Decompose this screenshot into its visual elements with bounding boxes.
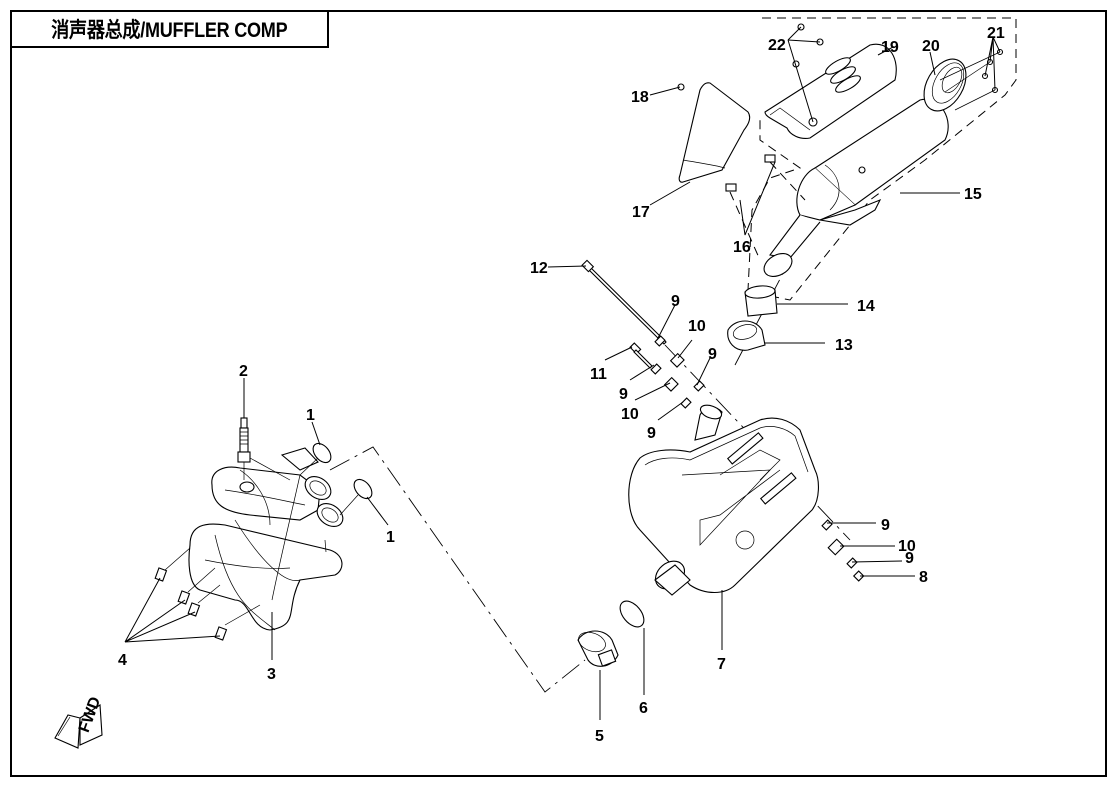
callout-4: 4 bbox=[118, 652, 127, 669]
callout-17: 17 bbox=[632, 204, 650, 221]
exhaust-header-part bbox=[188, 447, 344, 631]
muffler-part-15 bbox=[763, 98, 949, 278]
callout-8: 8 bbox=[919, 569, 928, 586]
callout-11: 11 bbox=[590, 366, 607, 383]
callout-21: 21 bbox=[987, 25, 1005, 42]
muffler-cover-part-19 bbox=[764, 43, 897, 139]
centerline-header-to-muffler bbox=[329, 446, 586, 693]
callout-22: 22 bbox=[768, 37, 786, 54]
callout-14: 14 bbox=[857, 298, 875, 315]
callout-9-e: 9 bbox=[881, 517, 890, 534]
callout-9-c: 9 bbox=[619, 386, 628, 403]
clamp-part-13 bbox=[727, 320, 766, 351]
callout-1-upper: 1 bbox=[306, 407, 315, 424]
page-title: 消声器总成/MUFFLER COMP bbox=[51, 19, 288, 42]
callout-15: 15 bbox=[964, 186, 982, 203]
callout-10-c: 10 bbox=[898, 538, 916, 555]
gasket-1-lower bbox=[353, 478, 373, 500]
callout-9-b: 9 bbox=[708, 346, 717, 363]
drawing-frame bbox=[10, 10, 1107, 777]
callout-18: 18 bbox=[631, 89, 649, 106]
callout-9-f: 9 bbox=[905, 550, 914, 567]
leader-lines bbox=[124, 26, 1001, 720]
callout-10-a: 10 bbox=[688, 318, 706, 335]
callout-1-lower: 1 bbox=[386, 529, 395, 546]
callout-12: 12 bbox=[530, 260, 548, 277]
mount-hardware bbox=[581, 259, 865, 582]
callouts: 1 1 2 3 4 5 6 7 8 9 9 9 9 9 9 10 10 10 1… bbox=[118, 25, 1005, 745]
callout-10-b: 10 bbox=[621, 406, 639, 423]
oxygen-sensor-part bbox=[237, 417, 291, 481]
nuts-part-4 bbox=[154, 547, 261, 641]
clip-16-a bbox=[764, 154, 776, 163]
callout-2: 2 bbox=[239, 363, 248, 380]
fwd-arrow-icon: FWD bbox=[54, 695, 104, 749]
callout-3: 3 bbox=[267, 666, 276, 683]
callout-6: 6 bbox=[639, 700, 648, 717]
gasket-1-upper bbox=[312, 442, 332, 464]
callout-13: 13 bbox=[835, 337, 853, 354]
callout-7: 7 bbox=[717, 656, 726, 673]
sleeve-part-14 bbox=[744, 285, 778, 317]
clamp-part-5 bbox=[577, 630, 619, 667]
heat-shield-part-17 bbox=[678, 82, 751, 183]
callout-16: 16 bbox=[733, 239, 751, 256]
centerline-mount bbox=[664, 344, 851, 541]
callout-19: 19 bbox=[881, 39, 899, 56]
gasket-ring-part bbox=[619, 600, 645, 628]
callout-20: 20 bbox=[922, 38, 940, 55]
callout-9-d: 9 bbox=[647, 425, 656, 442]
pre-muffler-part bbox=[628, 404, 819, 596]
callout-5: 5 bbox=[595, 728, 604, 745]
clip-16-b bbox=[725, 183, 737, 192]
callout-9-a: 9 bbox=[671, 293, 680, 310]
title-box: 消声器总成/MUFFLER COMP bbox=[10, 10, 329, 48]
